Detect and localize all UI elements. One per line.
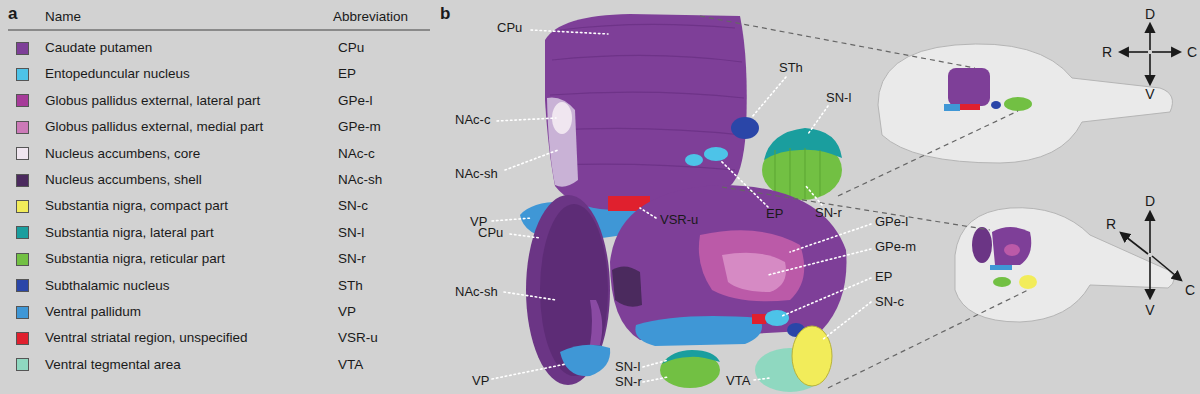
region-label: NAc-c [455, 113, 490, 128]
legend-swatch [16, 121, 29, 134]
leader-line [492, 30, 871, 382]
abbreviation: SN-r [338, 251, 366, 267]
legend-text: Substantia nigra, compact part [45, 199, 228, 215]
legend-text: Subthalamic nucleus [45, 278, 170, 294]
oblique-rendering [526, 185, 847, 392]
legend-swatch [16, 279, 29, 292]
orientation-compass [1120, 24, 1180, 84]
axis-label: R [1106, 216, 1116, 232]
legend-text: Caudate putamen [45, 40, 152, 56]
region-label: SN-l [826, 91, 851, 106]
axis-label: D [1145, 193, 1155, 209]
abbreviation: NAc-c [338, 146, 375, 162]
axis-label: C [1185, 282, 1195, 298]
region-label: NAc-sh [455, 167, 498, 182]
brain-silhouette [722, 187, 1174, 388]
abbreviation: VP [338, 304, 356, 320]
panel-letter: a [8, 4, 17, 24]
legend-swatch [16, 147, 29, 160]
axis-label: C [1187, 44, 1197, 60]
legend-swatch [16, 68, 29, 81]
legend-text: Nucleus accumbens, core [45, 146, 200, 162]
column-header: Abbreviation [333, 9, 408, 25]
column-header: Name [45, 9, 81, 25]
legend-text: Globus pallidus external, lateral part [45, 93, 260, 109]
legend-swatch [16, 42, 29, 55]
panel-letter: b [440, 4, 450, 24]
region-label: GPe-m [875, 240, 916, 255]
legend-text: Ventral striatal region, unspecified [45, 331, 248, 347]
region-label: NAc-sh [455, 285, 498, 300]
axis-label: R [1102, 44, 1112, 60]
region-label: CPu [497, 21, 522, 36]
table-rule [8, 29, 430, 31]
abbreviation: STh [338, 278, 363, 294]
orientation-compass [1121, 212, 1181, 298]
legend-swatch [16, 226, 29, 239]
abbreviation: GPe-m [338, 119, 381, 135]
abbreviation: VTA [338, 357, 363, 373]
abbreviation: SN-l [338, 225, 364, 241]
abbreviation: VSR-u [338, 331, 378, 347]
axis-label: V [1145, 86, 1154, 102]
abbreviation: SN-c [338, 199, 368, 215]
region-label: VSR-u [660, 213, 698, 228]
region-label: CPu [478, 226, 503, 241]
legend-text: Nucleus accumbens, shell [45, 172, 202, 188]
region-label: SN-r [615, 375, 642, 390]
legend-swatch [16, 358, 29, 371]
abbreviation: EP [338, 67, 356, 83]
brain-silhouette [700, 16, 1172, 196]
abbreviation: NAc-sh [338, 172, 382, 188]
abbreviation: CPu [338, 40, 364, 56]
legend-text: Entopeduncular nucleus [45, 67, 190, 83]
legend-swatch [16, 253, 29, 266]
legend-text: Globus pallidus external, medial part [45, 119, 263, 135]
legend-swatch [16, 306, 29, 319]
legend-text: Substantia nigra, reticular part [45, 251, 225, 267]
region-label: GPe-l [875, 215, 908, 230]
region-label: STh [779, 61, 803, 76]
region-label: SN-l [615, 360, 640, 375]
legend-swatch [16, 332, 29, 345]
region-label: VP [472, 374, 489, 389]
region-label: SN-c [875, 295, 904, 310]
legend-swatch [16, 94, 29, 107]
legend-swatch [16, 200, 29, 213]
legend-swatch [16, 174, 29, 187]
abbreviation: GPe-l [338, 93, 373, 109]
axis-label: D [1145, 6, 1155, 22]
legend-text: Substantia nigra, lateral part [45, 225, 214, 241]
legend-text: Ventral pallidum [45, 304, 141, 320]
region-label: VTA [726, 374, 750, 389]
legend-text: Ventral tegmental area [45, 357, 181, 373]
axis-label: V [1145, 302, 1154, 318]
region-label: EP [875, 270, 892, 285]
region-label: EP [766, 207, 783, 222]
region-label: SN-r [815, 206, 842, 221]
